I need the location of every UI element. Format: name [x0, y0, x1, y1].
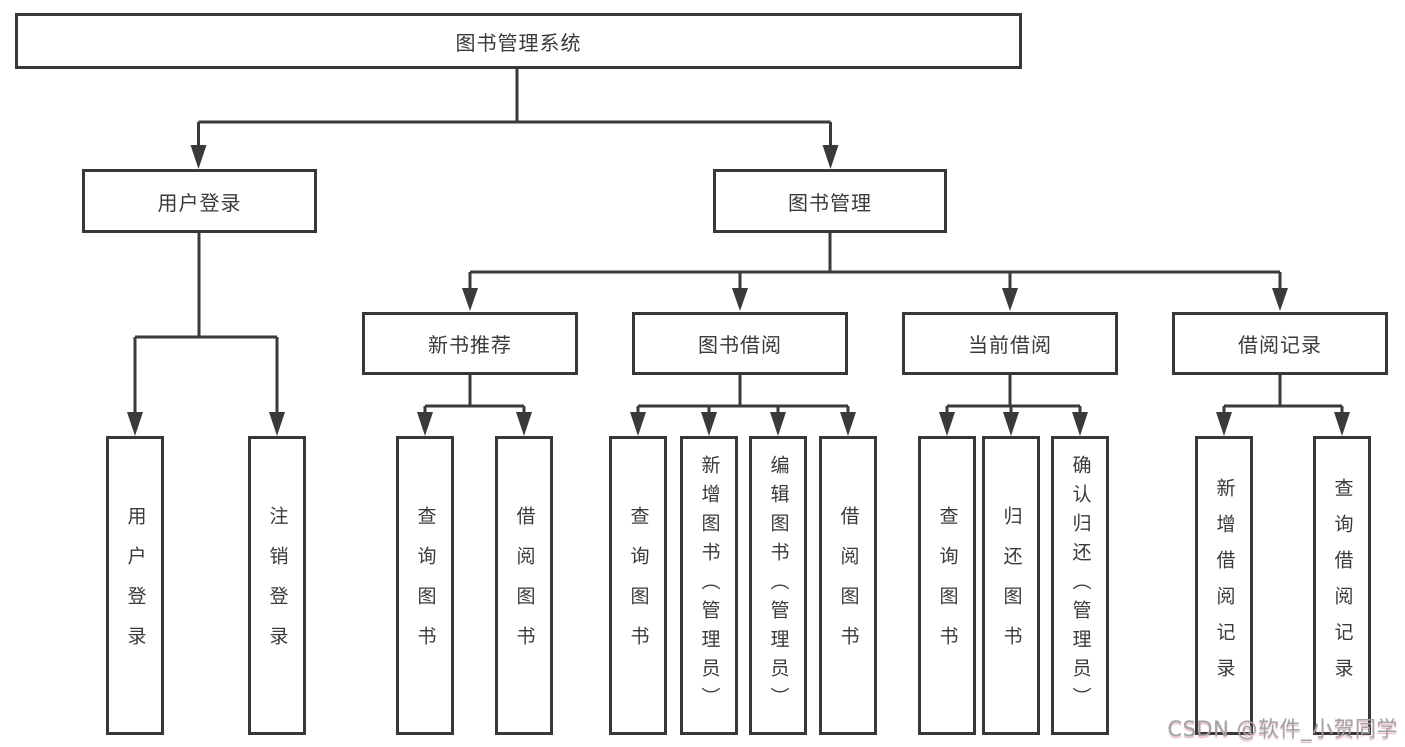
arrowhead-icon — [1072, 412, 1088, 436]
leaf-add-borrow-record: 新增借阅记录 — [1195, 436, 1253, 735]
arrowhead-icon — [417, 412, 433, 436]
leaf-borrow-book-1: 借阅图书 — [495, 436, 553, 735]
leaf-add-book-admin: 新增图书（管理员） — [680, 436, 738, 735]
leaf-borrow-book-2: 借阅图书 — [819, 436, 877, 735]
arrowhead-icon — [127, 412, 143, 436]
arrowhead-icon — [732, 288, 748, 311]
arrowhead-icon — [190, 145, 207, 169]
connector-book-management — [468, 233, 1282, 290]
node-root-system: 图书管理系统 — [15, 13, 1022, 69]
node-label: 图书管理 — [788, 190, 872, 215]
leaf-query-borrow-record: 查询借阅记录 — [1313, 436, 1371, 735]
arrowhead-icon — [630, 412, 646, 436]
arrowhead-icon — [1334, 412, 1350, 436]
leaf-edit-book-admin: 编辑图书（管理员） — [749, 436, 807, 735]
arrowhead-icon — [516, 412, 532, 436]
leaf-label: 查询图书 — [936, 505, 959, 666]
arrowhead-icon — [770, 412, 786, 436]
node-label: 用户登录 — [157, 190, 242, 215]
connector-book-borrow — [636, 375, 850, 414]
node-new-book-recommend: 新书推荐 — [362, 312, 578, 375]
arrowhead-icon — [1216, 412, 1232, 436]
arrowhead-icon — [840, 412, 856, 436]
leaf-label: 新增图书（管理员） — [698, 455, 721, 716]
arrowhead-icon — [1272, 288, 1288, 311]
leaf-label: 查询图书 — [627, 505, 650, 666]
connector-current-borrow — [945, 375, 1082, 414]
leaf-return-book: 归还图书 — [982, 436, 1040, 735]
node-label: 新书推荐 — [428, 333, 512, 357]
node-label: 当前借阅 — [968, 333, 1052, 357]
leaf-label: 用户登录 — [124, 505, 147, 666]
node-current-borrow: 当前借阅 — [902, 312, 1118, 375]
arrowhead-icon — [462, 288, 478, 311]
node-label: 借阅记录 — [1238, 333, 1322, 357]
node-label: 图书管理系统 — [455, 30, 582, 55]
leaf-label: 确认归还（管理员） — [1069, 455, 1092, 716]
arrowhead-icon — [1003, 412, 1019, 436]
arrowhead-icon — [269, 412, 285, 436]
leaf-label: 归还图书 — [1000, 505, 1023, 666]
leaf-label: 借阅图书 — [837, 505, 860, 666]
arrowhead-icon — [822, 145, 839, 169]
connector-root — [197, 69, 832, 146]
node-borrow-records: 借阅记录 — [1172, 312, 1388, 375]
leaf-query-book-2: 查询图书 — [609, 436, 667, 735]
leaf-confirm-return-admin: 确认归还（管理员） — [1051, 436, 1109, 735]
node-user-login: 用户登录 — [82, 169, 317, 233]
arrowhead-icon — [701, 412, 717, 436]
connector-borrow-records — [1222, 375, 1344, 414]
leaf-user-login: 用户登录 — [106, 436, 164, 735]
leaf-label: 查询图书 — [414, 505, 437, 666]
leaf-label: 查询借阅记录 — [1331, 477, 1354, 694]
leaf-label: 新增借阅记录 — [1213, 477, 1236, 694]
node-label: 图书借阅 — [698, 333, 782, 357]
connector-user-login — [133, 233, 279, 413]
connector-new-book — [423, 375, 526, 414]
node-book-management: 图书管理 — [713, 169, 947, 233]
leaf-logout: 注销登录 — [248, 436, 306, 735]
arrowhead-icon — [939, 412, 955, 436]
leaf-label: 注销登录 — [266, 505, 289, 666]
leaf-query-book-3: 查询图书 — [918, 436, 976, 735]
leaf-label: 借阅图书 — [513, 505, 536, 666]
node-book-borrow: 图书借阅 — [632, 312, 848, 375]
arrowhead-icon — [1002, 288, 1018, 311]
leaf-label: 编辑图书（管理员） — [767, 455, 790, 716]
csdn-watermark: CSDN @软件_小贺同学 — [1167, 717, 1398, 741]
leaf-query-book-1: 查询图书 — [396, 436, 454, 735]
